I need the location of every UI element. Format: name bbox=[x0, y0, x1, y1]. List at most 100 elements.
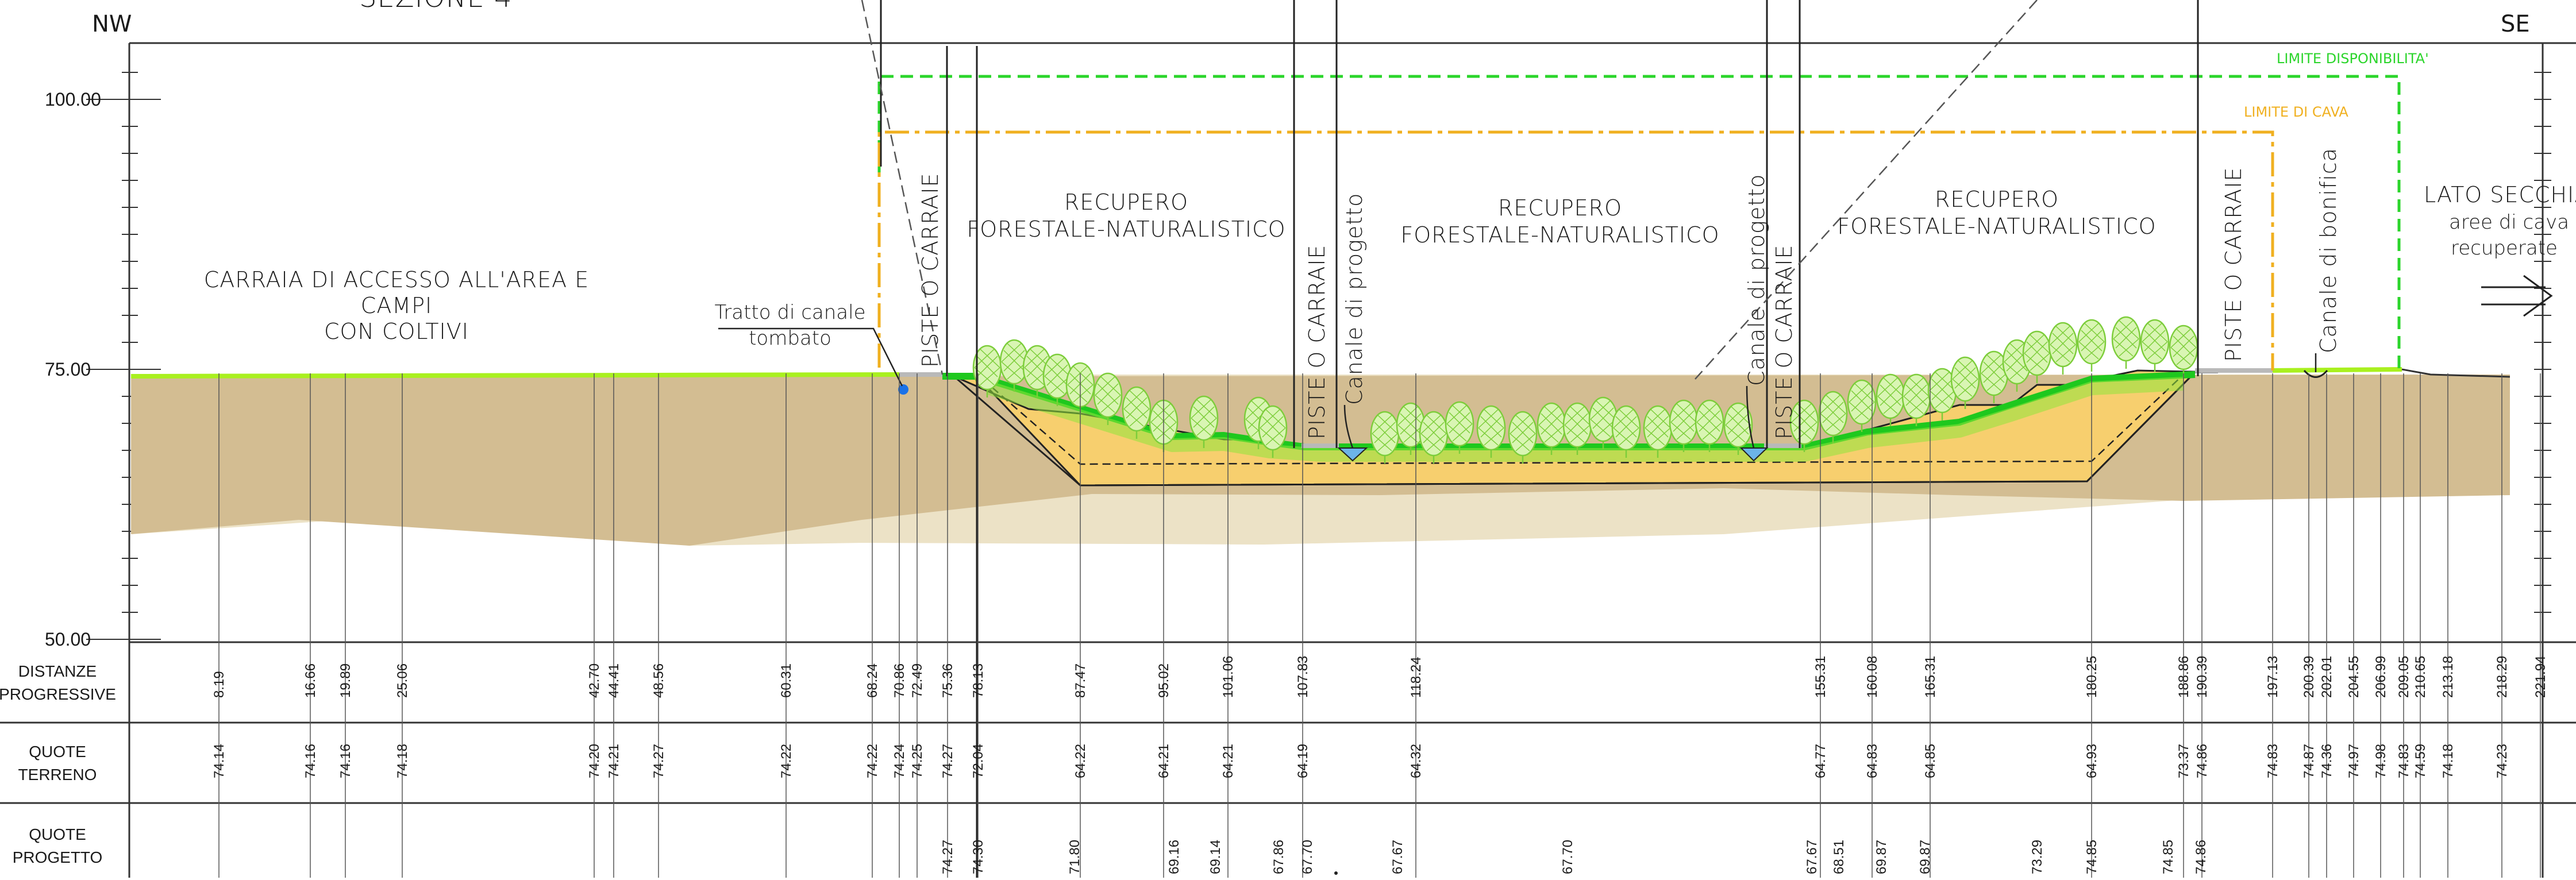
quota-terreno-value: 64.22 bbox=[1073, 744, 1088, 778]
quota-progetto-value: 67.67 bbox=[1390, 840, 1406, 874]
quota-terreno-value: 64.83 bbox=[1865, 744, 1880, 778]
tree-icon bbox=[1789, 399, 1819, 452]
tree-icon bbox=[1258, 405, 1288, 458]
distanza-value: 204.55 bbox=[2346, 656, 2362, 698]
svg-text:FORESTALE-NATURALISTICO: FORESTALE-NATURALISTICO bbox=[1837, 214, 2156, 239]
excavation-dashed bbox=[982, 374, 2184, 465]
distanza-value: 8.19 bbox=[211, 671, 227, 698]
quota-progetto-value: 73.29 bbox=[2030, 840, 2045, 874]
quota-terreno-value: 74.25 bbox=[910, 744, 925, 778]
tree-icon bbox=[1611, 405, 1641, 458]
svg-text:PROGETTO: PROGETTO bbox=[13, 848, 103, 866]
recupero-label-2: RECUPERO FORESTALE-NATURALISTICO bbox=[1400, 195, 1719, 248]
project-profile-light bbox=[986, 377, 2184, 462]
svg-text:RECUPERO: RECUPERO bbox=[1498, 195, 1622, 221]
quota-progetto-value: 69.16 bbox=[1166, 840, 1182, 874]
quota-terreno-value: 74.86 bbox=[2194, 744, 2210, 778]
quota-progetto-value: 67.70 bbox=[1300, 840, 1315, 874]
row-header-distanze: DISTANZE PROGRESSIVE bbox=[0, 662, 116, 703]
quota-terreno-value: 74.27 bbox=[651, 744, 667, 778]
tree-group bbox=[972, 316, 2198, 464]
quota-terreno-value: 74.36 bbox=[2319, 744, 2335, 778]
limit-cava-label: LIMITE DI CAVA bbox=[2244, 104, 2348, 120]
tree-icon bbox=[2140, 319, 2170, 372]
tree-icon bbox=[2077, 319, 2107, 372]
distanza-value: 42.70 bbox=[587, 663, 602, 698]
distanza-value: 68.24 bbox=[865, 663, 880, 698]
canale-progetto-leader-2 bbox=[1746, 385, 1755, 449]
tree-icon bbox=[1419, 411, 1449, 464]
distanza-value: 213.18 bbox=[2440, 656, 2456, 698]
canal-water-2 bbox=[1739, 447, 1769, 462]
quota-terreno-value: 74.22 bbox=[865, 744, 880, 778]
recupero-label-1: RECUPERO FORESTALE-NATURALISTICO bbox=[967, 190, 1285, 242]
track-markers bbox=[880, 0, 2199, 878]
quota-terreno-value: 64.77 bbox=[1813, 744, 1828, 778]
excavation-outline bbox=[953, 371, 2196, 487]
quota-progetto-value: 74.30 bbox=[971, 840, 986, 874]
svg-text:RECUPERO: RECUPERO bbox=[1064, 190, 1188, 215]
canale-progetto-label-1: Canale di progetto bbox=[1342, 193, 1367, 405]
quota-terreno-value: 64.32 bbox=[1408, 744, 1424, 778]
tree-icon bbox=[1927, 368, 1957, 420]
distanza-value: 209.05 bbox=[2396, 656, 2412, 698]
tree-icon bbox=[1189, 395, 1219, 448]
svg-text:tombato: tombato bbox=[749, 327, 831, 350]
row-header-progetto: QUOTE PROGETTO bbox=[13, 825, 103, 866]
distanza-value: 95.02 bbox=[1156, 663, 1172, 698]
dashed-leader-left bbox=[861, 0, 944, 375]
quota-terreno-value: 64.19 bbox=[1295, 744, 1311, 778]
axis-tick-100: 100.00 bbox=[45, 89, 101, 110]
ground-line-left bbox=[130, 372, 900, 379]
distanza-value: 44.41 bbox=[606, 663, 622, 698]
tree-icon bbox=[1445, 401, 1474, 454]
tree-icon bbox=[1669, 399, 1699, 452]
lato-secchia-label: LATO SECCHIA aree di cava recuperate bbox=[2424, 182, 2576, 260]
double-arrow-right-icon bbox=[2481, 275, 2553, 317]
quota-terreno-value: 64.85 bbox=[1923, 744, 1938, 778]
svg-text:DISTANZE: DISTANZE bbox=[18, 662, 97, 680]
quota-progetto-value: 74.27 bbox=[940, 840, 956, 874]
quota-terreno-value: 74.22 bbox=[779, 744, 794, 778]
tree-icon bbox=[2111, 316, 2141, 369]
tree-icon bbox=[1476, 405, 1506, 458]
distanza-value: 202.01 bbox=[2319, 656, 2335, 698]
distanza-value: 118.24 bbox=[1408, 657, 1424, 698]
distanza-value: 200.39 bbox=[2301, 656, 2317, 698]
distanza-value: 210.65 bbox=[2413, 656, 2428, 698]
limit-availability-line bbox=[877, 75, 2401, 370]
section-title: SEZIONE 4 bbox=[359, 0, 513, 14]
quota-progetto-value: 74.86 bbox=[2193, 840, 2209, 874]
distanza-value: 101.06 bbox=[1220, 656, 1236, 698]
quota-progetto-value: 67.86 bbox=[1271, 840, 1287, 874]
quota-terreno-value: 74.14 bbox=[211, 744, 227, 778]
quota-progetto-value: 69.14 bbox=[1208, 840, 1223, 874]
quota-terreno-value: 74.97 bbox=[2346, 744, 2362, 778]
tree-icon bbox=[1093, 372, 1123, 425]
tree-icon bbox=[1901, 373, 1931, 426]
tree-icon bbox=[1122, 386, 1152, 439]
svg-text:CAMPI: CAMPI bbox=[361, 293, 432, 318]
quota-terreno-value: 73.37 bbox=[2176, 744, 2192, 778]
quota-terreno-value: 74.16 bbox=[338, 744, 353, 778]
tree-icon bbox=[1723, 402, 1753, 455]
svg-text:recuperate: recuperate bbox=[2451, 237, 2558, 260]
distanza-value: 72.49 bbox=[910, 663, 925, 698]
quota-terreno-value: 74.87 bbox=[2301, 744, 2317, 778]
svg-text:RECUPERO: RECUPERO bbox=[1935, 187, 2059, 212]
distanza-value: 155.31 bbox=[1813, 656, 1828, 698]
distanza-value: 25.06 bbox=[395, 663, 410, 698]
svg-text:QUOTE: QUOTE bbox=[29, 743, 86, 761]
distanza-value: 180.25 bbox=[2084, 656, 2100, 698]
svg-text:QUOTE: QUOTE bbox=[29, 825, 86, 843]
quota-terreno-value: 74.21 bbox=[606, 744, 622, 778]
distanza-value: 206.99 bbox=[2373, 656, 2389, 698]
svg-text:aree di cava: aree di cava bbox=[2449, 211, 2569, 234]
quota-progetto-value: 69.87 bbox=[1917, 840, 1933, 874]
piste-label-2: PISTE O CARRAIE bbox=[1304, 244, 1330, 439]
tree-icon bbox=[1695, 399, 1724, 452]
svg-text:CARRAIA DI ACCESSO ALL'AREA E: CARRAIA DI ACCESSO ALL'AREA E bbox=[204, 267, 590, 292]
tree-icon bbox=[2048, 322, 2078, 375]
